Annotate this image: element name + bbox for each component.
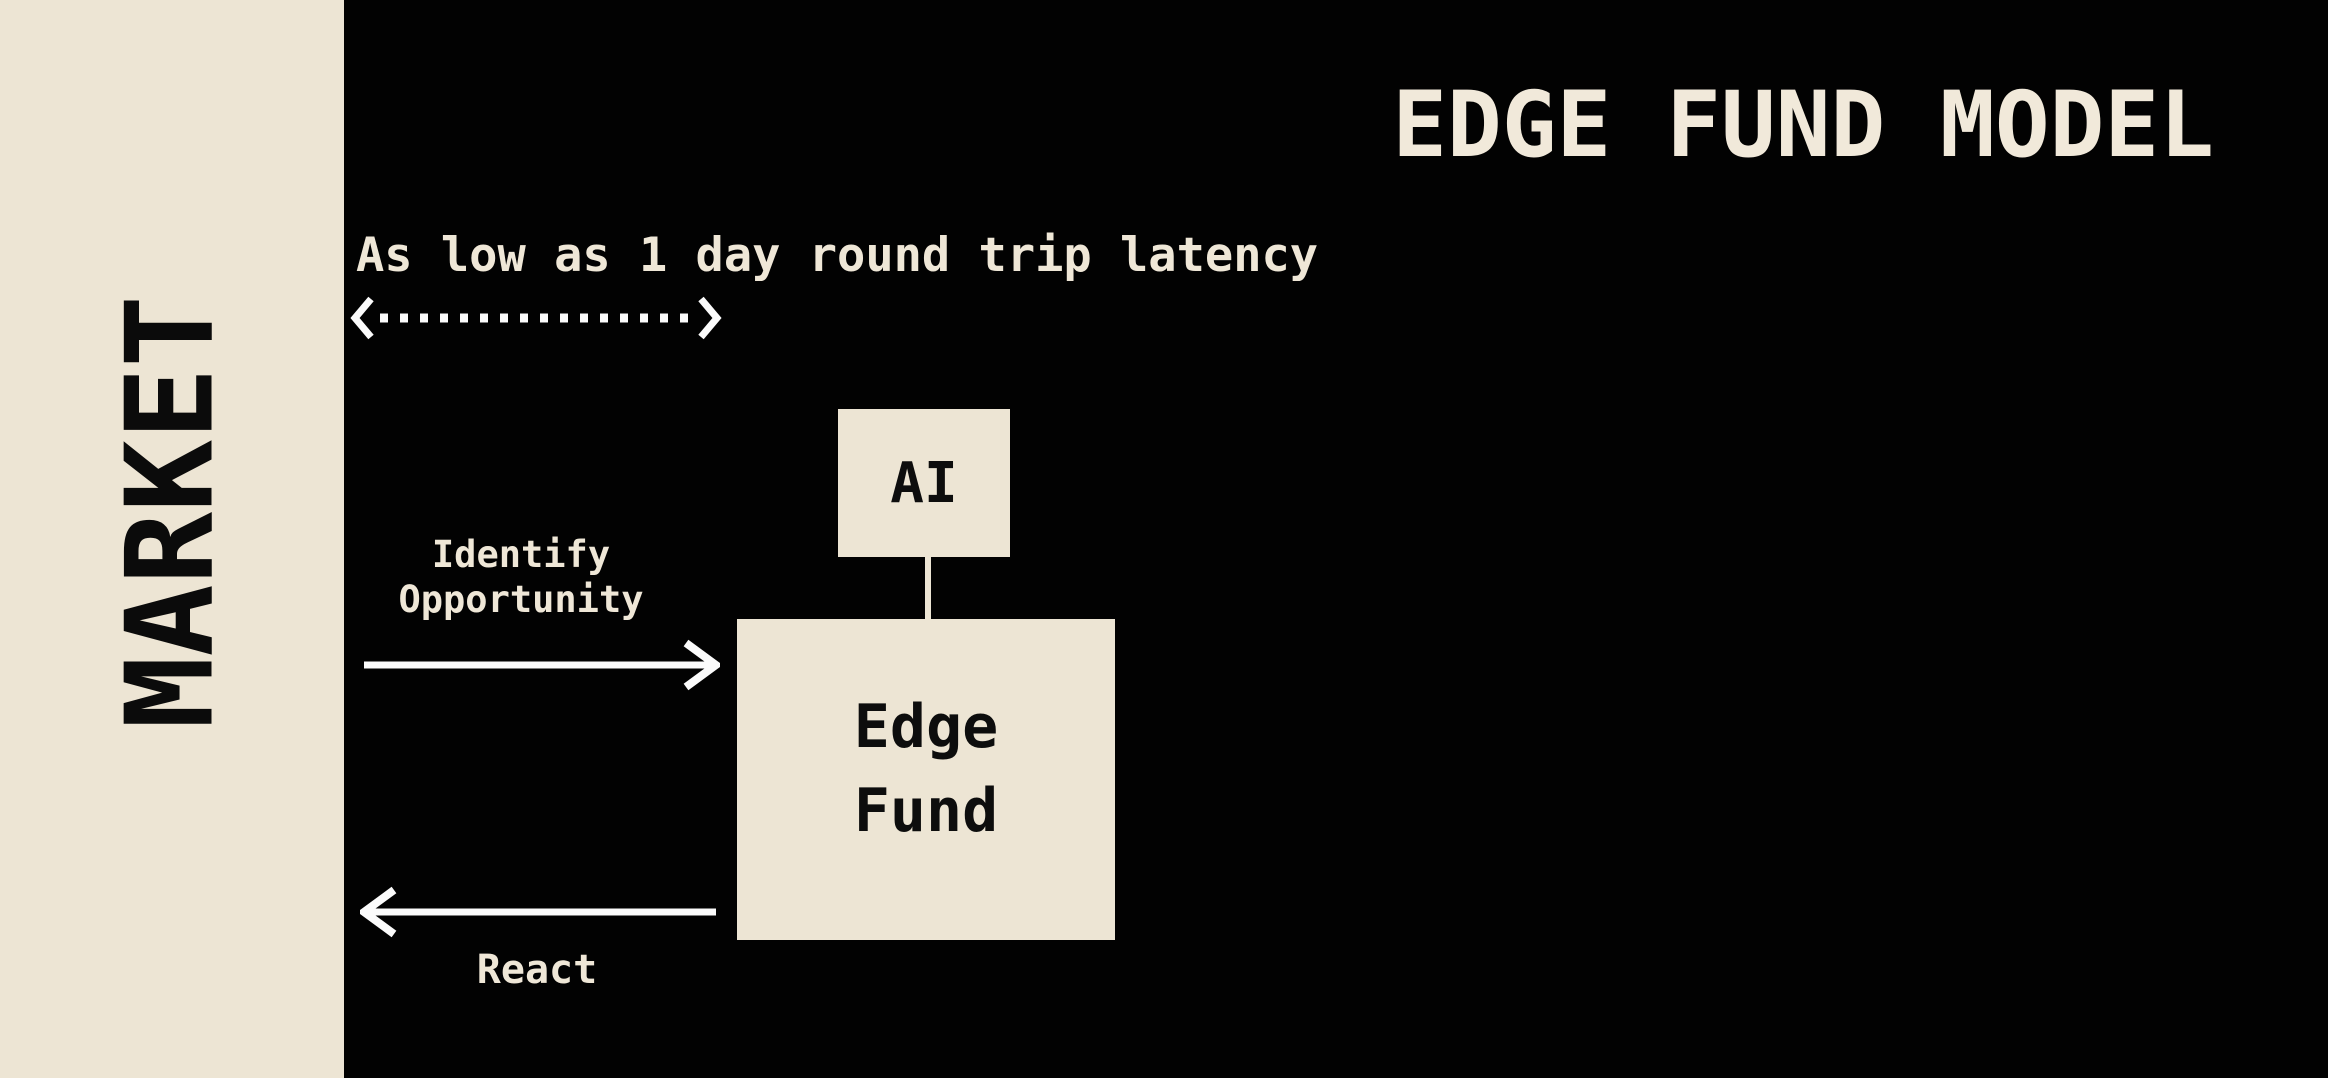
market-label: MARKET <box>102 295 242 729</box>
arrow-left-icon <box>360 886 716 938</box>
ai-edgefund-connector <box>925 557 931 621</box>
edge-fund-node: Edge Fund <box>737 619 1115 940</box>
arrow-right-icon <box>364 639 720 691</box>
react-label: React <box>476 947 598 993</box>
latency-caption: As low as 1 day round trip latency <box>356 228 1319 283</box>
latency-double-arrow-icon <box>350 296 722 340</box>
page-title: EDGE FUND MODEL <box>1392 73 2214 178</box>
ai-node-label: AI <box>890 450 958 516</box>
identify-opportunity-label: Identify Opportunity <box>366 532 676 622</box>
identify-opportunity-line1: Identify <box>431 533 611 576</box>
edge-fund-line1: Edge <box>853 691 999 762</box>
identify-opportunity-line2: Opportunity <box>398 578 644 621</box>
edge-fund-line2: Fund <box>853 775 999 846</box>
market-band: MARKET <box>0 0 344 1078</box>
ai-node: AI <box>838 409 1010 557</box>
